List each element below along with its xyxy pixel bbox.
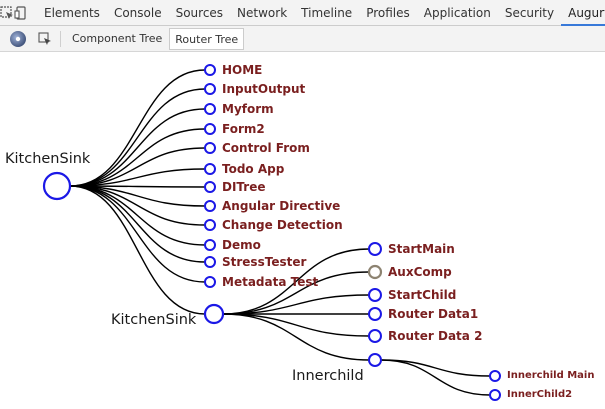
tree-node-stresstester[interactable] xyxy=(204,256,216,268)
subtab-router-tree[interactable]: Router Tree xyxy=(169,27,245,50)
tab-timeline[interactable]: Timeline xyxy=(301,5,353,20)
router-tree-graph: KitchenSink HOME InputOutputMyformForm2Con… xyxy=(5,63,594,401)
edge-sub-innerchild xyxy=(222,313,370,361)
tree-node-label-router-data-2: Router Data 2 xyxy=(388,329,482,343)
augury-toolbar: Component Tree Router Tree xyxy=(0,26,605,52)
edge-sub-startmain xyxy=(222,248,370,315)
edge-root-inputoutput xyxy=(69,88,206,187)
tree-node-label-demo: Demo xyxy=(222,238,261,252)
devtools-tabbar: Elements Console Sources Network Timelin… xyxy=(0,0,605,26)
tab-profiles[interactable]: Profiles xyxy=(366,5,410,20)
tree-node-home[interactable] xyxy=(204,64,216,76)
tree-node-myform[interactable] xyxy=(204,103,216,115)
tree-node-innerchild-label: Innerchild xyxy=(292,368,364,384)
tree-node-change-detection[interactable] xyxy=(204,219,216,231)
edge-sub-auxcomp xyxy=(222,271,370,315)
tab-security[interactable]: Security xyxy=(504,5,555,20)
tree-node-control-from[interactable] xyxy=(204,142,216,154)
edge-root-home xyxy=(69,69,206,187)
tree-node-inputoutput[interactable] xyxy=(204,83,216,95)
edge-root-kitchensink-sub xyxy=(69,185,206,315)
tree-node-todo-app[interactable] xyxy=(204,163,216,175)
augury-logo-icon[interactable] xyxy=(10,30,26,47)
tree-node-label-angular-directive: Angular Directive xyxy=(222,199,340,213)
edge-inner-innerchild2 xyxy=(380,359,491,396)
tree-node-label-innerchild2: InnerChild2 xyxy=(507,389,572,400)
tab-console[interactable]: Console xyxy=(113,5,162,20)
tab-elements[interactable]: Elements xyxy=(44,5,100,20)
tree-node-label-inputoutput: InputOutput xyxy=(222,82,305,96)
augury-divider xyxy=(60,30,61,47)
tree-node-ditree[interactable] xyxy=(204,181,216,193)
tree-node-label-home: HOME xyxy=(222,63,262,77)
edge-root-demo xyxy=(69,185,206,246)
tree-node-label-change-detection: Change Detection xyxy=(222,218,343,232)
tree-node-router-data-2[interactable] xyxy=(368,329,382,343)
tree-node-metadata-test[interactable] xyxy=(204,276,216,288)
edge-sub-startchild xyxy=(222,294,370,315)
tree-node-label-control-from: Control From xyxy=(222,141,310,155)
subtab-component-tree[interactable]: Component Tree xyxy=(72,31,163,45)
inspect-element-icon[interactable] xyxy=(0,0,14,26)
tree-node-innerchild-main[interactable] xyxy=(489,370,501,382)
tree-node-label-innerchild-main: Innerchild Main xyxy=(507,370,594,381)
tree-node-sub-root[interactable] xyxy=(203,303,225,325)
tree-edges xyxy=(69,69,491,396)
tree-node-form2[interactable] xyxy=(204,123,216,135)
tree-node-auxcomp[interactable] xyxy=(367,264,383,280)
tree-node-demo[interactable] xyxy=(204,239,216,251)
tab-augury[interactable]: Augury xyxy=(561,0,605,26)
tree-node-startchild[interactable] xyxy=(368,288,382,302)
edge-root-todo-app xyxy=(69,168,206,187)
tree-node-router-data1[interactable] xyxy=(368,307,382,321)
tree-node-label-stresstester: StressTester xyxy=(222,255,306,269)
tab-sources[interactable]: Sources xyxy=(175,5,224,20)
edge-root-control-from xyxy=(69,147,206,187)
edge-root-myform xyxy=(69,108,206,187)
tree-node-label-router-data1: Router Data1 xyxy=(388,307,478,321)
tree-node-label-todo-app: Todo App xyxy=(222,162,285,176)
select-cursor-icon[interactable] xyxy=(36,30,54,48)
tree-node-label-metadata-test: Metadata Test xyxy=(222,275,318,289)
tree-node-label-auxcomp: AuxComp xyxy=(388,265,452,279)
tree-node-innerchild[interactable] xyxy=(368,353,382,367)
tab-application[interactable]: Application xyxy=(423,5,491,20)
tree-node-label-startmain: StartMain xyxy=(388,242,455,256)
edge-inner-innerchild-main xyxy=(380,359,491,377)
tree-node-label-ditree: DITree xyxy=(222,180,266,194)
tree-nodes: KitchenSink HOME InputOutputMyformForm2Con… xyxy=(5,63,594,401)
tab-network[interactable]: Network xyxy=(237,5,288,20)
tree-node-root[interactable] xyxy=(42,171,72,201)
tree-node-startmain[interactable] xyxy=(368,242,382,256)
tree-node-root-label: KitchenSink xyxy=(5,151,91,167)
tree-node-label-form2: Form2 xyxy=(222,122,265,136)
edge-root-metadata-test xyxy=(69,185,206,283)
tree-node-label-startchild: StartChild xyxy=(388,288,456,302)
tree-node-label-myform: Myform xyxy=(222,102,274,116)
tree-node-angular-directive[interactable] xyxy=(204,200,216,212)
device-toolbar-icon[interactable] xyxy=(14,0,28,26)
tree-node-innerchild2[interactable] xyxy=(489,389,501,401)
tree-node-sub-root-label: KitchenSink xyxy=(111,312,197,328)
edge-sub-router-data-2 xyxy=(222,313,370,337)
edge-root-form2 xyxy=(69,128,206,187)
